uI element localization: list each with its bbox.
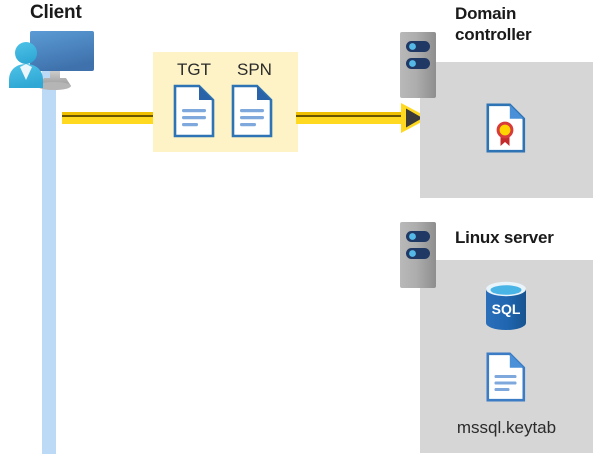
spn-document-icon [231, 84, 273, 138]
svg-text:SQL: SQL [492, 301, 521, 317]
flow-arrow-segment-left [62, 112, 154, 124]
linux-server-tower-icon [400, 222, 436, 288]
domain-controller-title-line-1: Domain [455, 4, 517, 23]
linux-server-title: Linux server [455, 228, 600, 249]
keytab-filename-label: mssql.keytab [456, 418, 557, 437]
flow-arrow-segment-right [296, 112, 408, 124]
tgt-document-icon [173, 84, 215, 138]
tgt-label: TGT [177, 60, 211, 79]
linux-server-title-line-1: Linux server [455, 228, 554, 247]
domain-controller-server-tower-icon [400, 32, 436, 98]
sql-database-icon: SQL [483, 280, 529, 332]
client-label: Client [30, 2, 82, 23]
token-highlight-box: TGT SPN [153, 52, 298, 152]
domain-controller-title: Domain controller [455, 4, 595, 45]
user-monitor-icon [6, 26, 102, 98]
flow-arrowhead-icon [400, 102, 430, 134]
spn-label: SPN [237, 60, 272, 79]
keytab-document-icon [486, 352, 526, 402]
certificate-document-icon [486, 103, 526, 153]
client-lifeline [42, 70, 56, 454]
domain-controller-title-line-2: controller [455, 24, 532, 44]
